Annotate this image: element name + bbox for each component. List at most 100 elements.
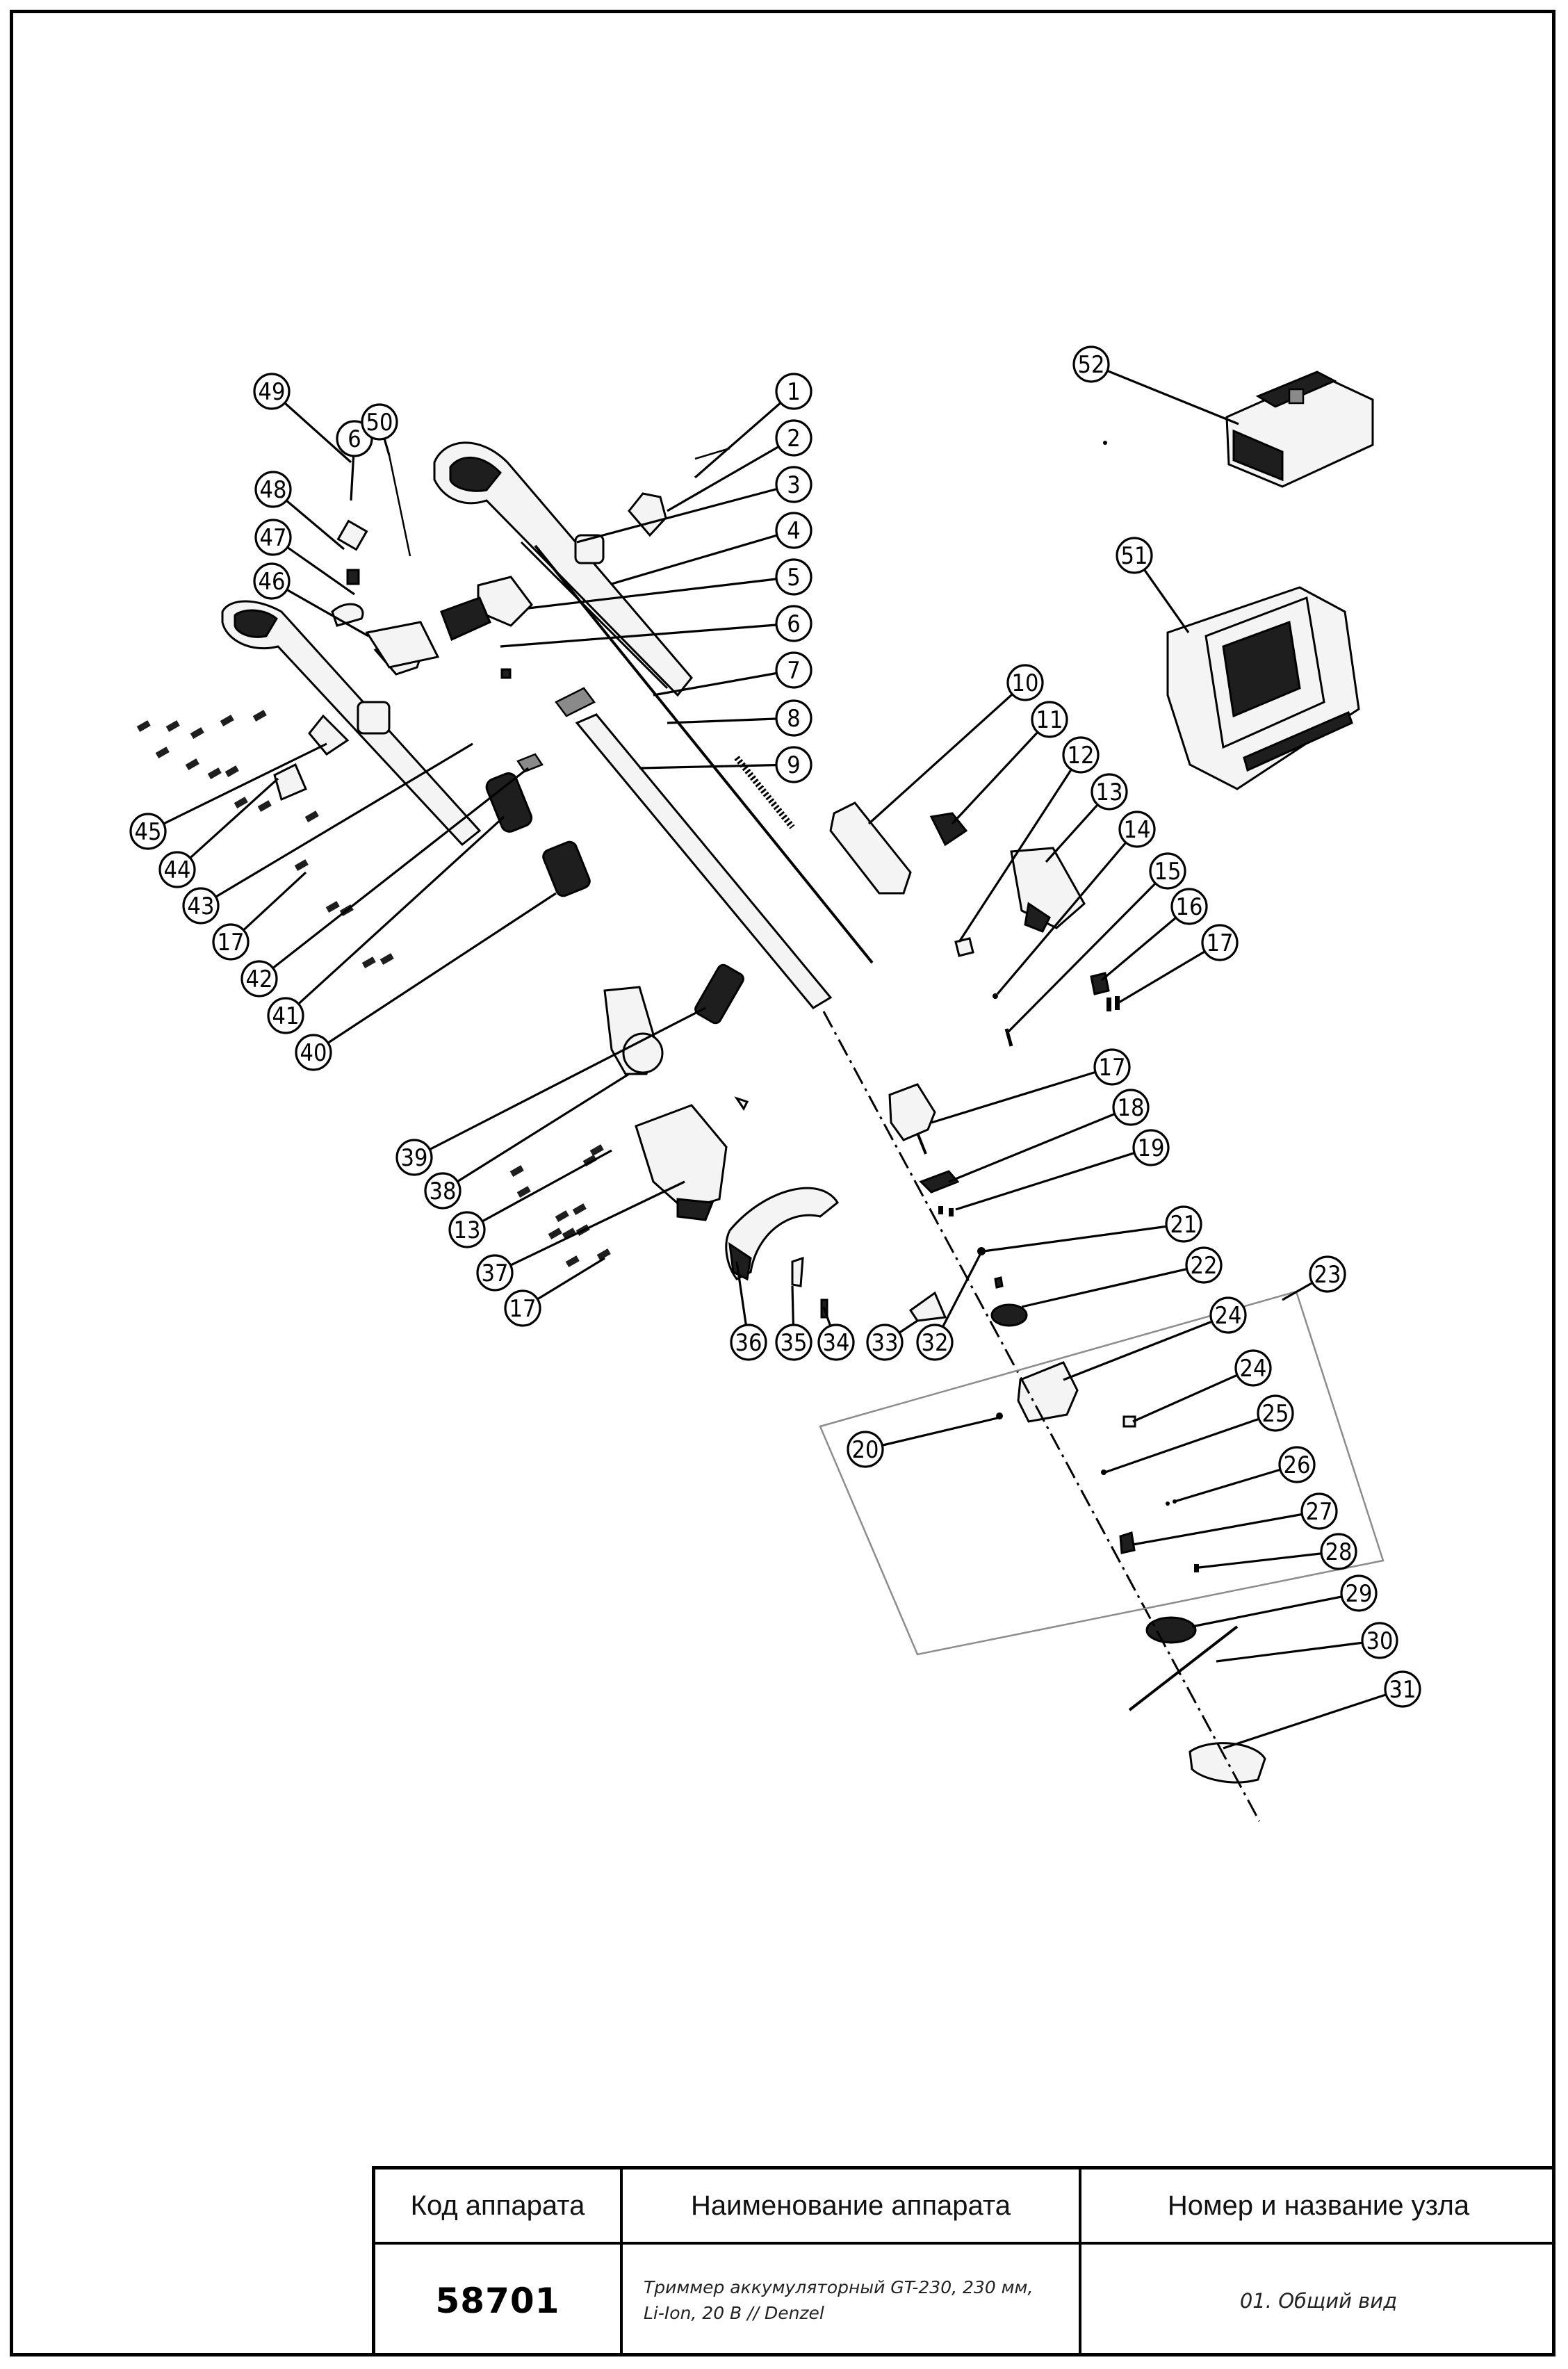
callout-number: 14: [1124, 816, 1151, 844]
callout-circle: [448, 1211, 486, 1248]
callout-number: 13: [454, 1216, 481, 1244]
charger: [1166, 586, 1360, 790]
callout-18: 18: [1112, 1089, 1150, 1126]
callout-33: 33: [866, 1324, 904, 1361]
callout-circle: [817, 1324, 855, 1361]
callout-17: 17: [504, 1289, 541, 1327]
callout-number: 38: [430, 1178, 457, 1205]
callout-circle: [267, 997, 304, 1034]
callout-circle: [1112, 1089, 1150, 1126]
callout-circle: [1165, 1205, 1202, 1243]
callout-circle: [1185, 1246, 1223, 1284]
callout-number: 24: [1240, 1355, 1267, 1383]
callout-8: 8: [775, 699, 812, 737]
callout-circle: [1384, 1670, 1421, 1708]
callout-22: 22: [1185, 1246, 1223, 1284]
callout-24: 24: [1234, 1349, 1272, 1387]
callout-36: 36: [730, 1324, 767, 1361]
leader-line-13: [466, 1149, 612, 1231]
unit-header: Номер и название узла: [1081, 2169, 1555, 2245]
callout-circle: [240, 960, 278, 998]
callout-1: 1: [775, 373, 812, 410]
callout-circle: [775, 605, 812, 642]
leader-line-24: [1132, 1367, 1254, 1423]
screw-set-motor: [509, 1144, 611, 1267]
callout-circle: [1170, 888, 1208, 925]
callout-circle: [775, 746, 812, 783]
callout-circle: [1278, 1446, 1316, 1483]
callout-circle: [212, 923, 250, 961]
leader-line-20: [865, 1417, 998, 1451]
callout-26: 26: [1278, 1446, 1316, 1483]
callout-52: 52: [1072, 345, 1110, 383]
callout-number: 47: [260, 524, 287, 552]
callout-circle: [1257, 1394, 1294, 1432]
callout-number: 16: [1176, 893, 1203, 921]
callout-29: 29: [1340, 1574, 1378, 1612]
callout-28: 28: [1320, 1533, 1357, 1570]
callout-10: 10: [1006, 664, 1044, 701]
leader-line-10: [867, 681, 1027, 825]
callout-19: 19: [1132, 1129, 1170, 1166]
callout-46: 46: [253, 562, 291, 600]
callout-number: 33: [872, 1329, 899, 1357]
callout-number: 29: [1346, 1580, 1373, 1608]
callout-number: 46: [259, 568, 286, 596]
leader-line-19: [955, 1146, 1152, 1211]
callout-number: 6: [787, 610, 800, 638]
callout-5: 5: [775, 558, 812, 596]
callout-number: 11: [1036, 706, 1063, 734]
callout-circle: [253, 373, 291, 410]
callout-circle: [476, 1254, 514, 1292]
leader-line-8: [667, 717, 794, 724]
callout-51: 51: [1116, 537, 1153, 574]
callout-number: 22: [1191, 1252, 1218, 1280]
callout-44: 44: [158, 851, 196, 888]
callout-circle: [254, 519, 292, 556]
leader-line-24: [1063, 1314, 1229, 1381]
callout-circle: [1072, 345, 1110, 383]
callout-circle: [1116, 537, 1153, 574]
callout-circle: [730, 1324, 767, 1361]
leader-line-44: [176, 777, 279, 871]
callout-3: 3: [775, 466, 812, 503]
device-code-header: Код аппарата: [375, 2169, 623, 2245]
callout-number: 5: [787, 564, 800, 592]
switch-housing-group: [829, 801, 1120, 1047]
callout-circle: [1340, 1574, 1378, 1612]
callout-circle: [361, 403, 398, 441]
callout-circle: [1201, 924, 1239, 961]
callout-circle: [158, 851, 196, 888]
leader-line-16: [1100, 905, 1191, 982]
callout-number: 40: [300, 1039, 327, 1067]
callout-43: 43: [182, 887, 220, 925]
callout-4: 4: [775, 512, 812, 549]
callout-circle: [775, 373, 812, 410]
motor-and-head-parts: [888, 1083, 1266, 1784]
leader-line-39: [414, 1007, 706, 1159]
leader-line-6: [500, 622, 794, 648]
callout-number: 6: [348, 425, 361, 453]
callout-41: 41: [267, 997, 304, 1034]
callout-number: 20: [852, 1436, 879, 1464]
callout-35: 35: [775, 1324, 812, 1361]
leader-line-31: [1223, 1688, 1403, 1750]
callout-circle: [1149, 852, 1186, 890]
callout-number: 19: [1138, 1134, 1165, 1162]
device-name-line-2: Li-Ion, 20 В // Denzel: [644, 2302, 824, 2323]
callout-number: 35: [781, 1329, 808, 1357]
callout-circle: [1093, 1048, 1131, 1086]
leader-line-17: [931, 1066, 1113, 1124]
callout-circle: [424, 1172, 462, 1210]
callout-circle: [775, 512, 812, 549]
drawing-frame: [10, 10, 1555, 2356]
callout-circle: [775, 699, 812, 737]
callout-number: 34: [823, 1329, 850, 1357]
callout-circle: [1118, 811, 1156, 848]
main-shaft-tube: [534, 544, 874, 1009]
callout-12: 12: [1062, 736, 1100, 774]
mark-dot: [1103, 441, 1107, 445]
callout-circle: [1309, 1255, 1346, 1293]
callout-47: 47: [254, 519, 292, 556]
